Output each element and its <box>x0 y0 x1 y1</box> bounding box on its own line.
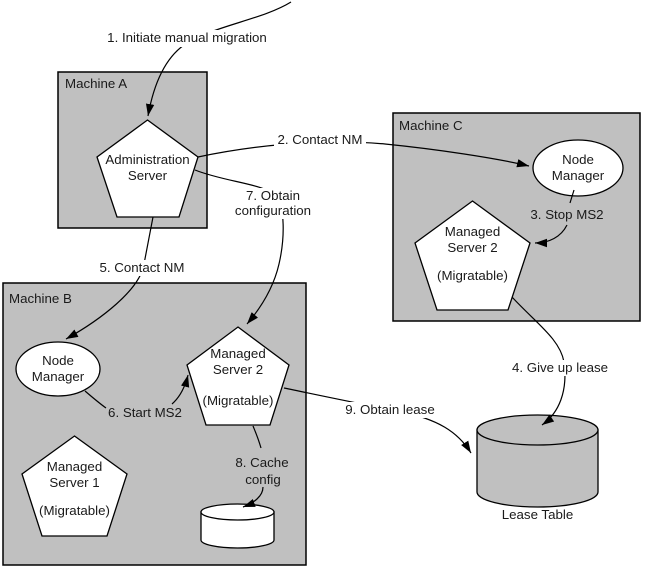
managed-server-2b-pentagon <box>186 326 290 426</box>
step9-label: 9. Obtain lease <box>345 402 434 417</box>
step1-label-bg <box>90 30 284 47</box>
lease-table-cylinder-top <box>476 414 599 446</box>
managed-server-1-pentagon <box>21 435 128 537</box>
step8-label-line1: 8. Cache <box>235 455 288 470</box>
config-cache-cylinder-body <box>200 511 275 549</box>
managed-server-2b-label-line3: (Migratable) <box>203 393 274 408</box>
step3-arrow <box>534 224 568 248</box>
machine-c-label: Machine C <box>399 118 463 133</box>
node-manager-b-label-line1: Node <box>42 353 74 368</box>
step4-label-bg <box>508 360 612 376</box>
step6-arrow-left-segment <box>84 390 107 409</box>
lease-table-label: Lease Table <box>502 507 573 522</box>
step9-label-bg <box>340 402 442 418</box>
step2-arrow <box>197 141 530 168</box>
node-manager-b-ellipse <box>15 341 101 397</box>
step8-arrow <box>242 486 264 508</box>
machine-b-label: Machine B <box>9 291 72 306</box>
step6-arrow <box>171 374 190 405</box>
config-cache-cylinder <box>200 503 275 549</box>
admin-server-label-line2: Server <box>128 168 168 183</box>
step5-label: 5. Contact NM <box>100 260 185 275</box>
step4-label: 4. Give up lease <box>512 360 608 375</box>
step2-label-bg <box>274 132 366 148</box>
step7-label-line2: configuration <box>235 203 311 218</box>
managed-server-2c-pentagon <box>414 200 531 311</box>
step8-arrow-upper-segment <box>252 425 262 449</box>
managed-server-2b-label-line2: Server 2 <box>213 362 263 377</box>
step3-arrow-upper-segment <box>569 189 575 204</box>
label-backgrounds <box>90 30 612 418</box>
step7-label-bg <box>231 188 315 219</box>
step3-label: 3. Stop MS2 <box>530 207 603 222</box>
node-manager-c-label-line2: Manager <box>552 168 605 183</box>
managed-server-1-label-line2: Server 1 <box>49 475 99 490</box>
lease-table-cylinder <box>476 414 599 508</box>
managed-server-1-label-line3: (Migratable) <box>39 503 110 518</box>
node-manager-c-label-line1: Node <box>562 152 594 167</box>
step1-label: 1. Initiate manual migration <box>107 30 267 45</box>
step2-label: 2. Contact NM <box>278 132 363 147</box>
config-cache-cylinder-top <box>200 503 275 521</box>
managed-server-2c-label-line2: Server 2 <box>447 240 497 255</box>
machine-a-label: Machine A <box>65 76 127 91</box>
managed-server-2c-label-line3: (Migratable) <box>437 268 508 283</box>
managed-server-1-label-line1: Managed <box>47 459 102 474</box>
step7-label-line1: 7. Obtain <box>246 188 300 203</box>
admin-server-pentagon <box>96 119 199 218</box>
step6-label: 6. Start MS2 <box>108 405 182 420</box>
step7-arrow <box>194 169 284 325</box>
node-manager-c-ellipse <box>532 139 624 197</box>
admin-server-label-line1: Administration <box>105 152 189 167</box>
step5-label-bg <box>93 260 191 276</box>
managed-server-2c-label-line1: Managed <box>445 224 500 239</box>
node-manager-b-label-line2: Manager <box>32 369 85 384</box>
lease-table-cylinder-body <box>476 429 599 508</box>
step8-label-line2: config <box>245 472 280 487</box>
managed-server-2b-label-line1: Managed <box>210 346 265 361</box>
